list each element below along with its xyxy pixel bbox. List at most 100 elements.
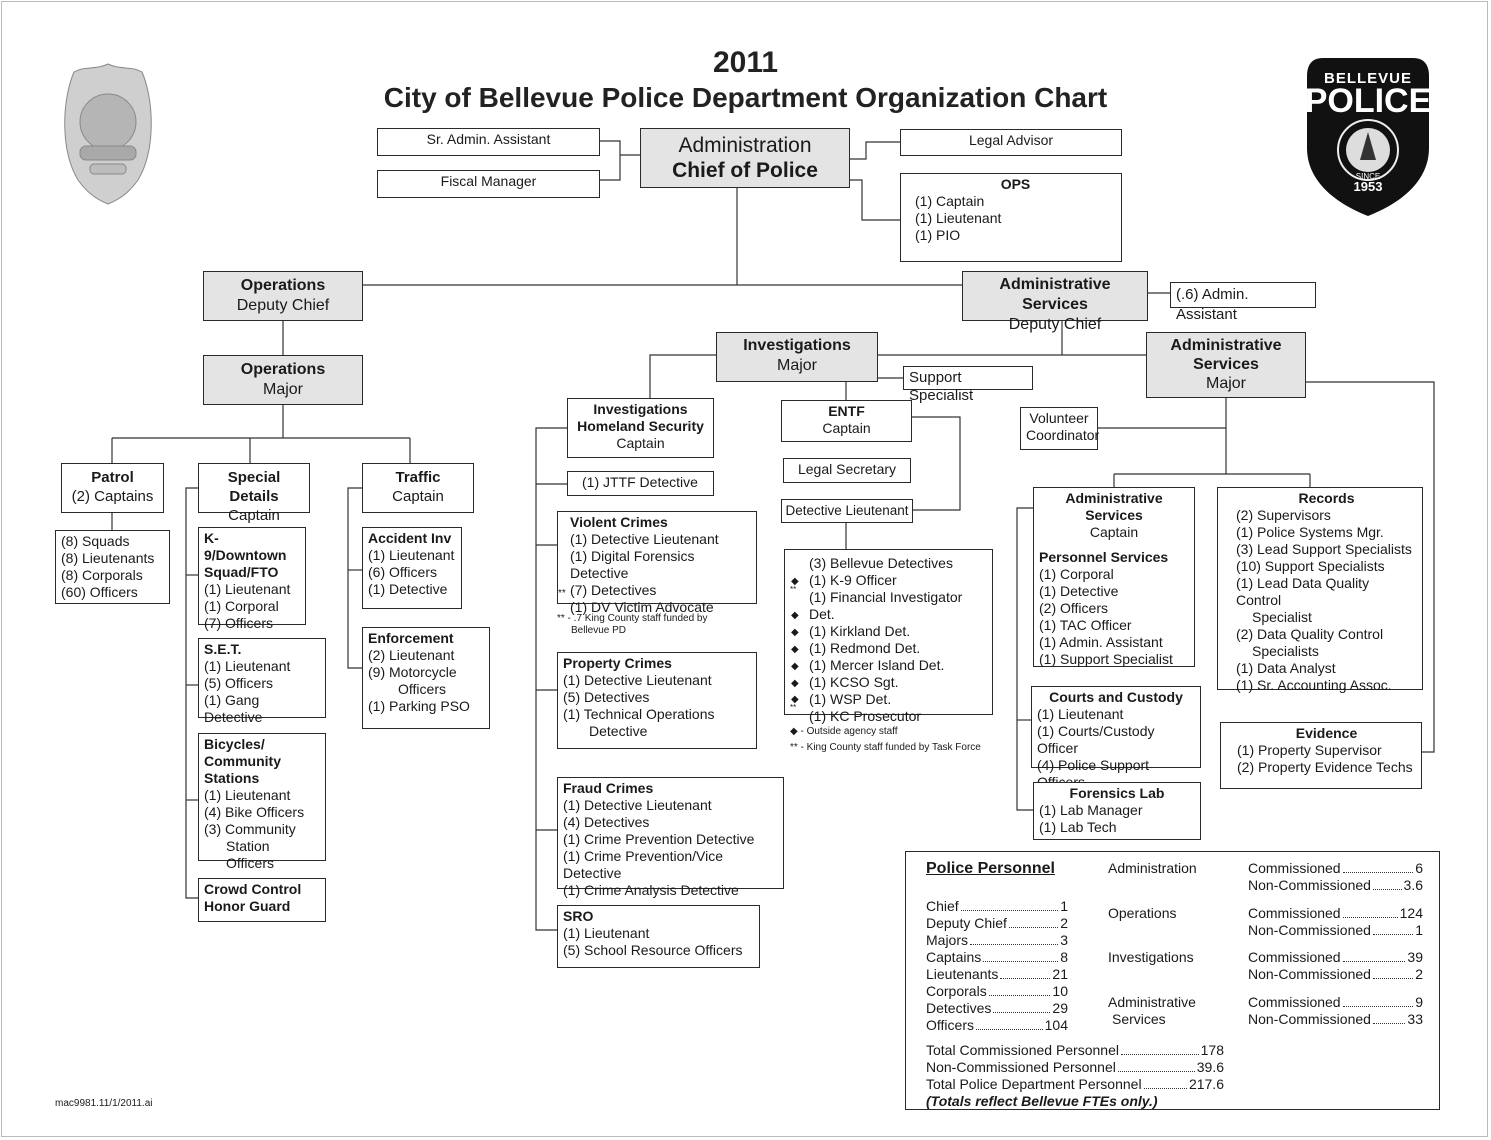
traffic-sub: Captain (392, 488, 444, 505)
rank-value: 1 (1060, 898, 1068, 914)
division-label: Administration (1108, 860, 1197, 876)
special-details-sub: Captain (228, 507, 280, 524)
total-label: Total Police Department Personnel (926, 1076, 1142, 1092)
k9-line: (1) Corporal (204, 598, 279, 614)
fraud-line: (1) Crime Prevention/Vice Detective (563, 848, 724, 881)
forensics-lab-box: Forensics Lab (1) Lab Manager (1) Lab Te… (1033, 782, 1201, 840)
volunteer-line: Coordinator (1026, 427, 1100, 443)
crowd-control-title: Honor Guard (204, 898, 291, 914)
fraud-line: (4) Detectives (563, 814, 650, 830)
volunteer-line: Volunteer (1029, 410, 1089, 426)
accident-line: (1) Lieutenant (368, 547, 455, 563)
records-line: Specialists (1252, 643, 1319, 659)
count-value: 39 (1407, 949, 1423, 965)
chart-year: 2011 (712, 46, 779, 79)
entf-sub: Captain (822, 420, 871, 436)
records-box: Records (2) Supervisors (1) Police Syste… (1217, 487, 1423, 693)
entf-box: ENTF Captain (781, 400, 912, 442)
sro-box: SRO (1) Lieutenant (5) School Resource O… (557, 905, 760, 968)
enforcement-line: (9) Motorcycle (368, 664, 457, 680)
patrol-title: Patrol (91, 469, 134, 486)
rank-label: Officers (926, 1017, 974, 1033)
courts-custody-box: Courts and Custody (1) Lieutenant (1) Co… (1031, 686, 1201, 790)
entf-line: (1) KCSO Sgt. (809, 674, 899, 690)
entf-detail-box: (3) Bellevue Detectives (1) K-9 Officer … (784, 549, 993, 724)
violent-line: (1) DV Victim Advocate (570, 599, 714, 615)
entf-line: (1) Financial Investigator Det. (809, 589, 963, 622)
count-label: Commissioned (1248, 949, 1341, 965)
records-line: (1) Lead Data Quality Control (1236, 575, 1370, 608)
rank-value: 104 (1044, 1017, 1068, 1033)
count-value: 124 (1399, 905, 1423, 921)
administration-label: Administration (678, 134, 812, 157)
enforcement-title: Enforcement (368, 630, 454, 646)
bicycles-line: Station Officers (226, 838, 274, 871)
double-asterisk-mark: ** (790, 585, 797, 594)
fraud-title: Fraud Crimes (563, 780, 654, 796)
patrol-detail-box: (8) Squads (8) Lieutenants (8) Corporals… (55, 530, 170, 604)
division-label: Operations (1108, 905, 1177, 921)
forensics-line: (1) Lab Manager (1039, 802, 1143, 818)
property-line: (1) Detective Lieutenant (563, 672, 712, 688)
rank-label: Lieutenants (926, 966, 999, 982)
patrol-sub: (2) Captains (71, 488, 154, 505)
legend-line: ** - King County staff funded by Task Fo… (790, 742, 981, 753)
accident-inv-box: Accident Inv (1) Lieutenant (6) Officers… (362, 527, 462, 609)
special-details-title: Special Details (227, 469, 281, 505)
records-line: (2) Supervisors (1236, 507, 1331, 523)
records-line: (2) Data Quality Control (1236, 626, 1384, 642)
operations-major-sub: Major (262, 381, 303, 398)
forensics-line: (1) Lab Tech (1039, 819, 1117, 835)
admin-services-captain-box: Administrative Services Captain Personne… (1033, 487, 1195, 667)
patrol-line: (60) Officers (61, 584, 138, 600)
count-label: Non-Commissioned (1248, 877, 1371, 893)
diamond-mark: ◆ (791, 694, 799, 705)
legend-line: ◆ - Outside agency staff (790, 726, 898, 737)
property-crimes-box: Property Crimes (1) Detective Lieutenant… (557, 652, 757, 749)
crowd-control-box: Crowd Control Honor Guard (198, 878, 326, 922)
rank-label: Captains (926, 949, 982, 965)
footnote-line: Bellevue PD (571, 625, 627, 636)
rank-value: 10 (1052, 983, 1068, 999)
totals-note: (Totals reflect Bellevue FTEs only.) (926, 1093, 1158, 1109)
operations-deputy-box: Operations Deputy Chief (203, 271, 363, 321)
diamond-mark: ◆ (791, 678, 799, 689)
sro-line: (5) School Resource Officers (563, 942, 743, 958)
count-value: 9 (1415, 994, 1423, 1010)
bicycles-line: (3) Community (204, 821, 296, 837)
records-line: (1) Sr. Accounting Assoc. (1236, 677, 1392, 693)
rank-value: 8 (1060, 949, 1068, 965)
support-specialist-box: Support Specialist (903, 366, 1033, 404)
sro-line: (1) Lieutenant (563, 925, 650, 941)
rank-label: Detectives (926, 1000, 992, 1016)
shield-text-year: 1953 (1353, 179, 1383, 194)
set-line: (1) Gang Detective (204, 692, 263, 725)
volunteer-coordinator-box: Volunteer Coordinator (1020, 407, 1100, 450)
entf-line: (3) Bellevue Detectives (809, 555, 953, 571)
administration-box: Administration Chief of Police (640, 128, 850, 188)
evidence-line: (2) Property Evidence Techs (1237, 759, 1413, 775)
shield-text-bellevue: BELLEVUE (1323, 70, 1412, 87)
count-label: Non-Commissioned (1248, 922, 1371, 938)
total-value: 217.6 (1188, 1076, 1224, 1092)
violent-title: Violent Crimes (570, 514, 668, 530)
fraud-line: (1) Detective Lieutenant (563, 797, 712, 813)
admin-services-major-box: Administrative Services Major (1146, 332, 1306, 398)
violent-crimes-box: Violent Crimes (1) Detective Lieutenant … (557, 511, 757, 615)
diamond-mark: ◆ (791, 644, 799, 655)
division-label: Administrative Services (1108, 994, 1218, 1028)
bellevue-police-shield-logo (1303, 52, 1433, 220)
courts-title: Courts and Custody (1049, 689, 1183, 705)
ops-title: OPS (1000, 176, 1031, 192)
records-line: (3) Lead Support Specialists (1236, 541, 1412, 557)
operations-deputy-sub: Deputy Chief (236, 297, 330, 314)
